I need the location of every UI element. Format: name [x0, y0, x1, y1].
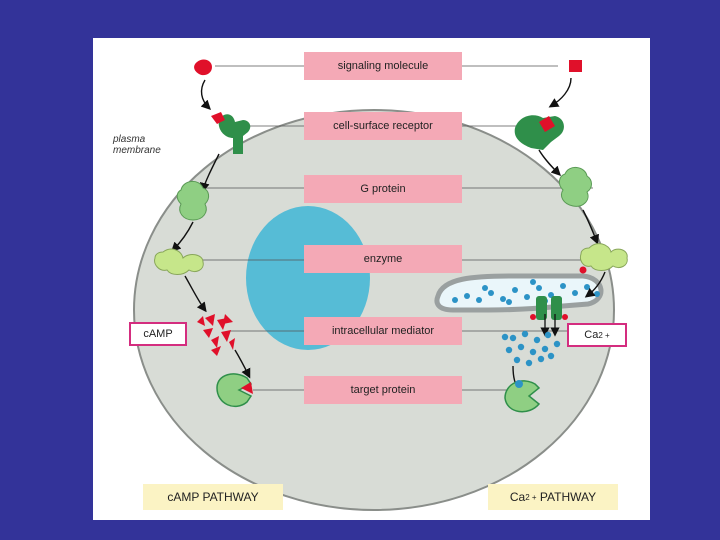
- plasma-membrane-label-line1: plasma: [113, 134, 146, 145]
- diagram-panel: signaling molecule cell-surface receptor…: [93, 38, 650, 520]
- plasma-membrane-label: plasma membrane: [113, 134, 161, 156]
- footer-ca-base: Ca: [509, 490, 526, 504]
- arrow-right-1: [548, 77, 572, 108]
- arrow-left-5: [234, 349, 251, 379]
- label-g-protein: G protein: [304, 175, 462, 203]
- footer-camp-pathway: cAMP PATHWAY: [143, 484, 283, 510]
- target-protein-right: [504, 380, 541, 413]
- plasma-membrane-label-line2: membrane: [113, 145, 161, 156]
- g-protein-right: [558, 167, 592, 207]
- enzyme-left: [154, 248, 204, 275]
- signaling-molecule-right: [569, 60, 582, 72]
- arrow-right-4: [584, 271, 606, 298]
- g-protein-left: [176, 181, 210, 221]
- footer-ca-charge: 2 +: [525, 492, 537, 502]
- camp-label-box: cAMP: [129, 322, 187, 346]
- receptor-left: [211, 112, 251, 154]
- calcium-label-base: Ca: [584, 329, 599, 341]
- label-target-protein: target protein: [304, 376, 462, 404]
- enzyme-right: [580, 243, 628, 271]
- second-messenger-red: [579, 266, 587, 274]
- receptor-right: [514, 115, 564, 150]
- calcium-label-charge: 2 +: [598, 330, 610, 340]
- arrow-left-1: [200, 79, 211, 110]
- camp-molecules: [197, 314, 235, 356]
- cell-signaling-diagram: [133, 59, 628, 511]
- footer-ca-rest: PATHWAY: [536, 490, 597, 504]
- calcium-store-organelle: [434, 273, 604, 313]
- cell-body: [133, 109, 615, 511]
- arrow-right-2: [538, 149, 561, 176]
- signaling-molecule-left: [194, 59, 212, 76]
- arrow-left-4: [184, 275, 207, 313]
- calcium-channels: [530, 296, 568, 337]
- target-protein-left: [216, 373, 253, 408]
- arrow-right-3: [582, 209, 599, 245]
- arrow-left-3: [171, 221, 194, 252]
- label-cell-surface-receptor: cell-surface receptor: [304, 112, 462, 140]
- label-signaling-molecule: signaling molecule: [304, 52, 462, 80]
- nucleus: [246, 206, 370, 350]
- calcium-ions-released: [501, 330, 561, 367]
- label-enzyme: enzyme: [304, 245, 462, 273]
- label-intracellular-mediator: intracellular mediator: [304, 317, 462, 345]
